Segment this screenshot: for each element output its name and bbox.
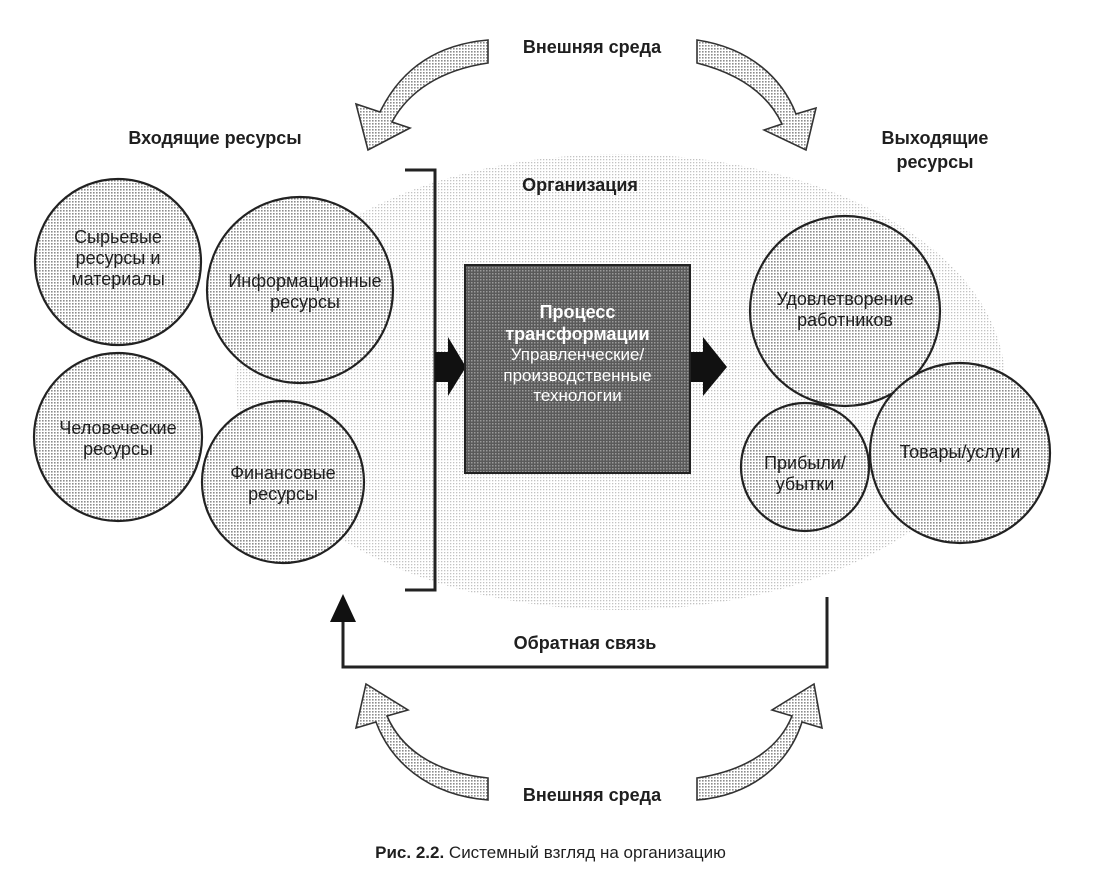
environment-arrow-top-right	[696, 39, 818, 152]
caption-text: Системный взгляд на организацию	[444, 843, 726, 862]
caption-prefix: Рис. 2.2.	[375, 843, 445, 862]
outputs-title-line1: Выходящие	[881, 128, 989, 148]
process-text: Процесс трансформации Управленческие/ пр…	[465, 265, 690, 473]
environment-arrow-top-left	[354, 39, 489, 152]
process-box	[464, 264, 691, 474]
process-sub-line2: производственные	[503, 365, 652, 385]
feedback-label: Обратная связь	[513, 633, 657, 653]
input-circle-human	[32, 351, 204, 523]
input-info-line2: ресурсы	[270, 292, 340, 313]
input-raw-line3: материалы	[71, 269, 165, 290]
output-goods-line1: Товары/услуги	[899, 442, 1021, 462]
input-info-line1: Информационные	[228, 271, 382, 291]
feedback-arrowhead	[330, 594, 356, 622]
input-circle-financial	[200, 399, 366, 565]
environment-arrow-bottom-left	[354, 682, 489, 801]
input-label-financial: Финансовые ресурсы	[203, 463, 363, 505]
output-label-goods: Товары/услуги	[875, 442, 1045, 463]
organization-label: Организация	[522, 175, 638, 195]
input-circle-information	[205, 195, 395, 385]
output-profit-line2: убытки	[775, 474, 835, 495]
process-sub-line1: Управленческие/	[510, 345, 645, 365]
output-circle-profits	[739, 401, 871, 533]
inputs-title: Входящие ресурсы	[128, 128, 302, 148]
input-fin-line2: ресурсы	[248, 484, 318, 505]
arrow-into-process	[435, 337, 466, 396]
environment-label-bottom: Внешняя среда	[522, 785, 662, 805]
input-raw-line2: ресурсы и	[75, 248, 161, 269]
output-sat-line2: работников	[797, 310, 893, 331]
input-raw-line1: Сырьевые	[74, 227, 162, 247]
process-sub-line3: технологии	[533, 385, 622, 405]
environment-arrow-bottom-right	[696, 682, 824, 801]
output-label-satisfaction: Удовлетворение работников	[755, 289, 935, 331]
process-title-line2: трансформации	[505, 323, 650, 344]
outputs-title-line2: ресурсы	[896, 152, 974, 172]
arrow-out-of-process	[690, 337, 727, 396]
feedback-line	[341, 597, 829, 669]
output-sat-line1: Удовлетворение	[776, 289, 914, 309]
output-label-profits: Прибыли/ убытки	[745, 453, 865, 495]
input-fin-line1: Финансовые	[230, 463, 336, 483]
input-circle-raw-materials	[33, 177, 203, 347]
environment-label-top: Внешняя среда	[522, 37, 662, 57]
input-label-information: Информационные ресурсы	[205, 271, 405, 313]
input-label-raw-materials: Сырьевые ресурсы и материалы	[38, 227, 198, 291]
input-label-human: Человеческие ресурсы	[38, 418, 198, 460]
input-human-line1: Человеческие	[59, 418, 177, 438]
input-human-line2: ресурсы	[83, 439, 153, 460]
process-title-line1: Процесс	[539, 302, 616, 322]
output-circle-goods	[868, 361, 1052, 545]
figure-caption: Рис. 2.2. Системный взгляд на организаци…	[0, 843, 1101, 863]
output-profit-line1: Прибыли/	[764, 453, 846, 473]
output-circle-satisfaction	[748, 214, 942, 408]
